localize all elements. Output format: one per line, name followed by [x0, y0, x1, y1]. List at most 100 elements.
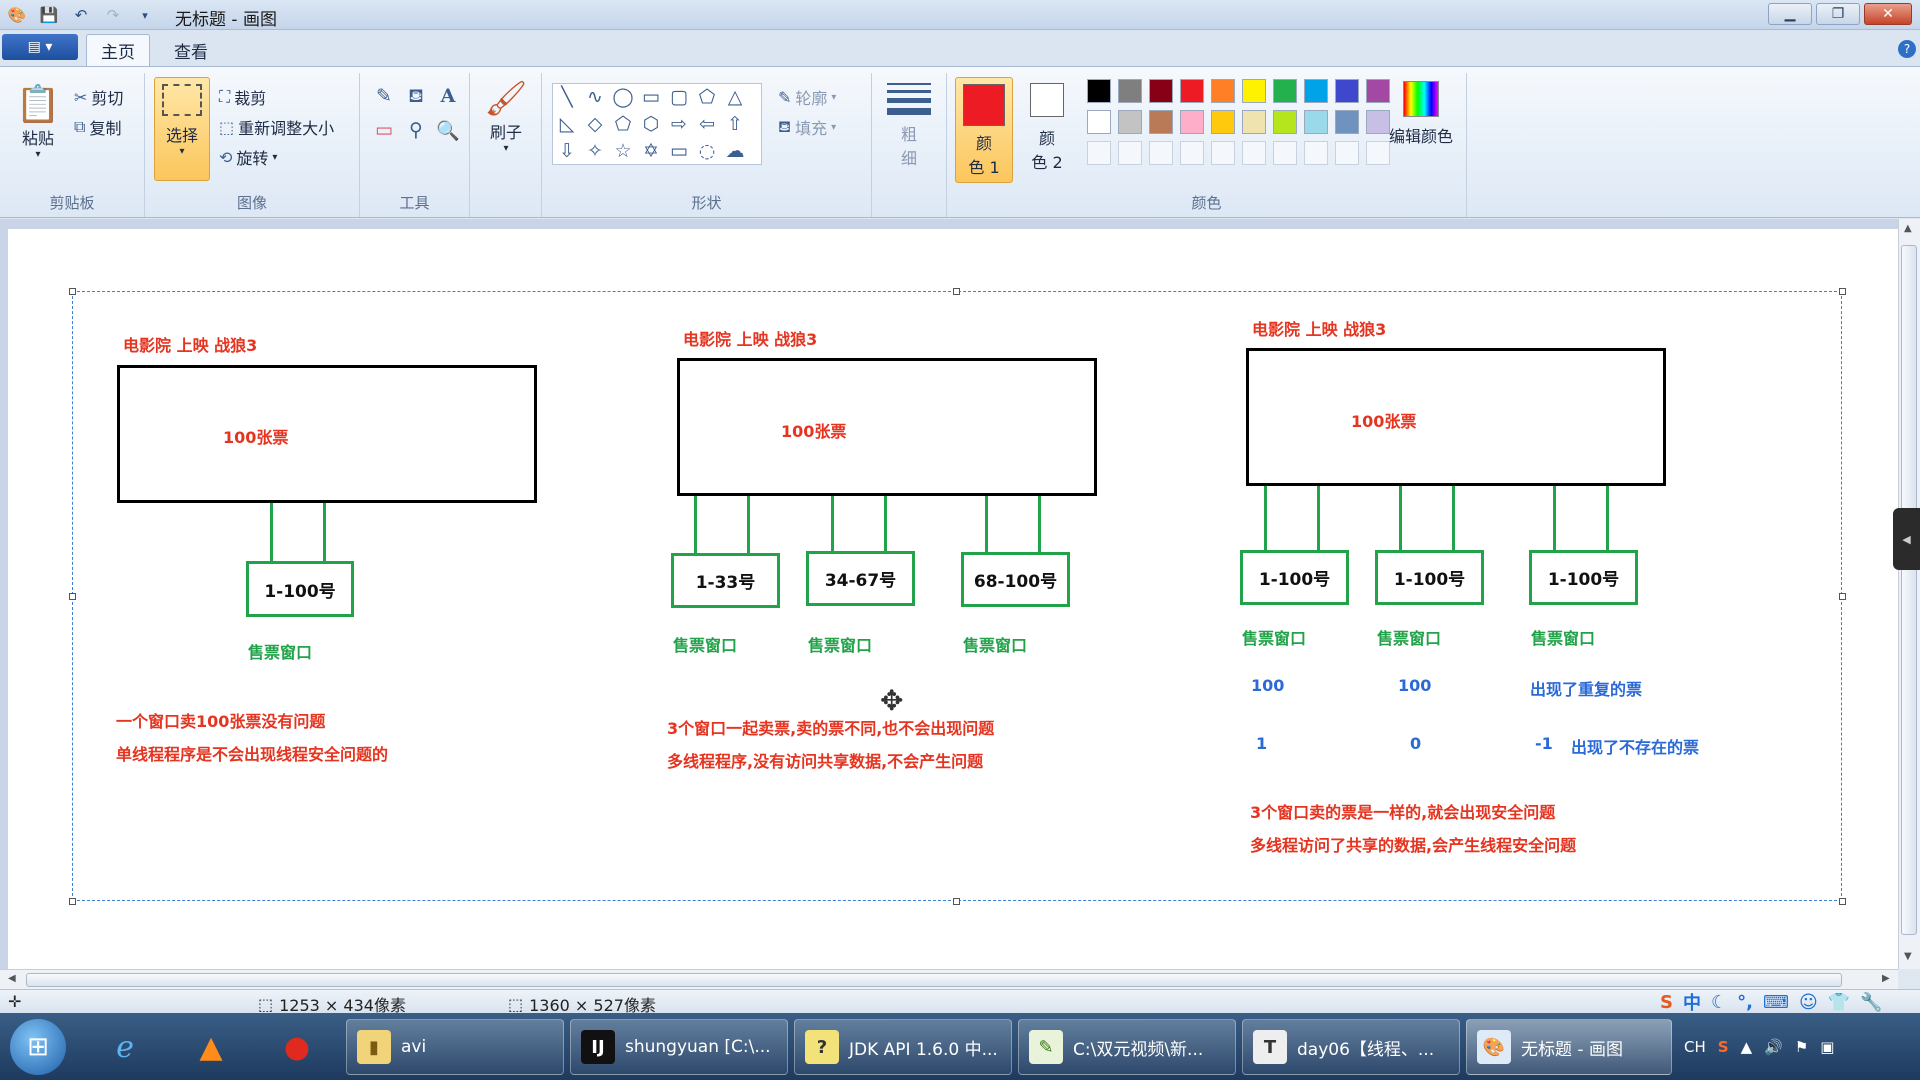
magnifier-icon[interactable]: 🔍 [436, 120, 460, 142]
custom-color-slot[interactable] [1304, 141, 1328, 165]
palette-color-swatch[interactable] [1366, 79, 1390, 103]
color-picker-icon[interactable]: ⚲ [409, 119, 423, 141]
down-arrow-shape-icon[interactable]: ⇩ [559, 140, 575, 162]
palette-color-swatch[interactable] [1211, 79, 1235, 103]
palette-color-swatch[interactable] [1087, 110, 1111, 134]
vertical-scrollbar[interactable]: ▲ ▼ [1898, 219, 1920, 969]
palette-color-swatch[interactable] [1335, 110, 1359, 134]
palette-color-swatch[interactable] [1180, 79, 1204, 103]
palette-color-swatch[interactable] [1273, 110, 1297, 134]
shirt-icon[interactable]: 👕 [1827, 991, 1851, 1013]
palette-color-swatch[interactable] [1118, 110, 1142, 134]
rounded-rectangle-shape-icon[interactable]: ▢ [670, 86, 688, 108]
custom-color-slot[interactable] [1366, 141, 1390, 165]
resize-button[interactable]: ⬚ 重新调整大小 [219, 115, 334, 139]
selection-handle[interactable] [69, 288, 76, 295]
palette-color-swatch[interactable] [1273, 79, 1297, 103]
color2-button[interactable]: 颜 色 2 [1019, 83, 1075, 173]
selection-handle[interactable] [953, 288, 960, 295]
language-indicator[interactable]: CH [1684, 1037, 1706, 1056]
palette-color-swatch[interactable] [1366, 110, 1390, 134]
redo-icon[interactable]: ↷ [106, 6, 120, 24]
sogou-tray-icon[interactable]: S [1717, 1037, 1729, 1056]
paint-menu-button[interactable]: ▤ ▾ [2, 34, 78, 60]
six-point-star-shape-icon[interactable]: ✡ [643, 140, 659, 162]
size-button[interactable]: 粗 细 [884, 81, 934, 169]
rotate-button[interactable]: ⟲ 旋转 ▾ [219, 145, 277, 169]
action-center-icon[interactable]: ▣ [1820, 1037, 1835, 1056]
palette-color-swatch[interactable] [1149, 110, 1173, 134]
cut-button[interactable]: ✂ 剪切 [74, 85, 123, 109]
tab-home[interactable]: 主页 [86, 34, 150, 66]
palette-color-swatch[interactable] [1304, 79, 1328, 103]
custom-color-slot[interactable] [1118, 141, 1142, 165]
paste-button[interactable]: 📋 粘贴 ▾ [15, 84, 61, 160]
side-panel-toggle-icon[interactable]: ◀ [1893, 508, 1920, 570]
drawing-canvas[interactable]: 电影院 上映 战狼3 100张票 1-100号 售票窗口 一个窗口卖100张票没… [8, 229, 1898, 969]
wrench-icon[interactable]: 🔧 [1860, 991, 1883, 1013]
palette-color-swatch[interactable] [1242, 79, 1266, 103]
scroll-right-icon[interactable]: ▶ [1882, 973, 1890, 984]
right-triangle-shape-icon[interactable]: ◺ [559, 113, 575, 135]
ime-mode[interactable]: 中 [1682, 993, 1701, 1014]
palette-color-swatch[interactable] [1335, 79, 1359, 103]
oval-callout-shape-icon[interactable]: ◌ [698, 140, 716, 162]
custom-color-slot[interactable] [1273, 141, 1297, 165]
vlc-icon[interactable]: ▲ [199, 1029, 223, 1065]
start-button[interactable]: ⊞ [10, 1019, 66, 1075]
palette-color-swatch[interactable] [1304, 110, 1328, 134]
cloud-callout-shape-icon[interactable]: ☁ [725, 140, 745, 162]
scroll-up-icon[interactable]: ▲ [1904, 223, 1912, 234]
brushes-button[interactable]: 🖌 刷子 ▾ [484, 79, 528, 154]
palette-color-swatch[interactable] [1087, 79, 1111, 103]
moon-icon[interactable]: ☾ [1710, 991, 1728, 1013]
rect-callout-shape-icon[interactable]: ▭ [670, 140, 688, 162]
horizontal-scroll-thumb[interactable] [26, 973, 1842, 987]
network-icon[interactable]: ⚑ [1794, 1037, 1809, 1056]
help-icon[interactable]: ? [1898, 40, 1916, 58]
oval-shape-icon[interactable]: ◯ [612, 86, 634, 108]
selection-handle[interactable] [1839, 898, 1846, 905]
pencil-icon[interactable]: ✎ [376, 85, 392, 107]
fill-button[interactable]: ⛾ 填充 ▾ [778, 116, 837, 139]
show-hidden-icons-icon[interactable]: ▲ [1740, 1037, 1753, 1056]
scroll-left-icon[interactable]: ◀ [8, 973, 16, 984]
text-icon[interactable]: A [440, 85, 456, 107]
custom-color-slot[interactable] [1211, 141, 1235, 165]
volume-icon[interactable]: 🔊 [1764, 1037, 1783, 1056]
triangle-shape-icon[interactable]: △ [727, 86, 743, 108]
customize-qat-icon[interactable]: ▾ [142, 8, 148, 22]
sogou-ime-icon[interactable]: S [1660, 991, 1673, 1013]
rectangle-shape-icon[interactable]: ▭ [642, 86, 660, 108]
copy-button[interactable]: ⧉ 复制 [74, 115, 121, 139]
horizontal-scrollbar[interactable]: ◀ ▶ [0, 969, 1898, 989]
restore-button[interactable]: ❐ [1816, 3, 1860, 25]
fill-bucket-icon[interactable]: ⛾ [408, 85, 424, 107]
vertical-scroll-thumb[interactable] [1901, 245, 1917, 935]
task-jdk-api[interactable]: ? JDK API 1.6.0 中... [794, 1019, 1012, 1075]
shapes-gallery[interactable]: ╲ ∿ ◯ ▭ ▢ ⬠ △ ◺ ◇ ⬠ ⬡ ⇨ ⇦ ⇧ ⇩ ✧ ☆ ✡ ▭ ◌ … [552, 83, 762, 165]
eraser-icon[interactable]: ▭ [375, 119, 393, 141]
hexagon-shape-icon[interactable]: ⬡ [642, 113, 660, 135]
outline-button[interactable]: ✎ 轮廓 ▾ [778, 85, 836, 109]
task-intellij[interactable]: IJ shungyuan [C:\... [570, 1019, 788, 1075]
tab-view[interactable]: 查看 [174, 42, 208, 63]
pentagon-shape-icon[interactable]: ⬠ [614, 113, 632, 135]
undo-icon[interactable]: ↶ [74, 6, 88, 24]
ie-icon[interactable]: ℯ [116, 1029, 134, 1065]
close-button[interactable]: ✕ [1864, 3, 1912, 25]
user-icon[interactable]: ☺ [1798, 991, 1818, 1013]
left-arrow-shape-icon[interactable]: ⇦ [699, 113, 715, 135]
polygon-shape-icon[interactable]: ⬠ [698, 86, 716, 108]
record-icon[interactable]: ● [283, 1029, 311, 1065]
crop-button[interactable]: ⛶ 裁剪 [219, 85, 266, 109]
custom-color-slot[interactable] [1087, 141, 1111, 165]
palette-color-swatch[interactable] [1242, 110, 1266, 134]
punctuation-icon[interactable]: °, [1737, 991, 1753, 1013]
paint-app-icon[interactable]: 🎨 [7, 6, 27, 24]
right-arrow-shape-icon[interactable]: ⇨ [671, 113, 687, 135]
selection-handle[interactable] [69, 593, 76, 600]
curve-shape-icon[interactable]: ∿ [587, 86, 603, 108]
palette-color-swatch[interactable] [1180, 110, 1204, 134]
custom-color-slot[interactable] [1335, 141, 1359, 165]
